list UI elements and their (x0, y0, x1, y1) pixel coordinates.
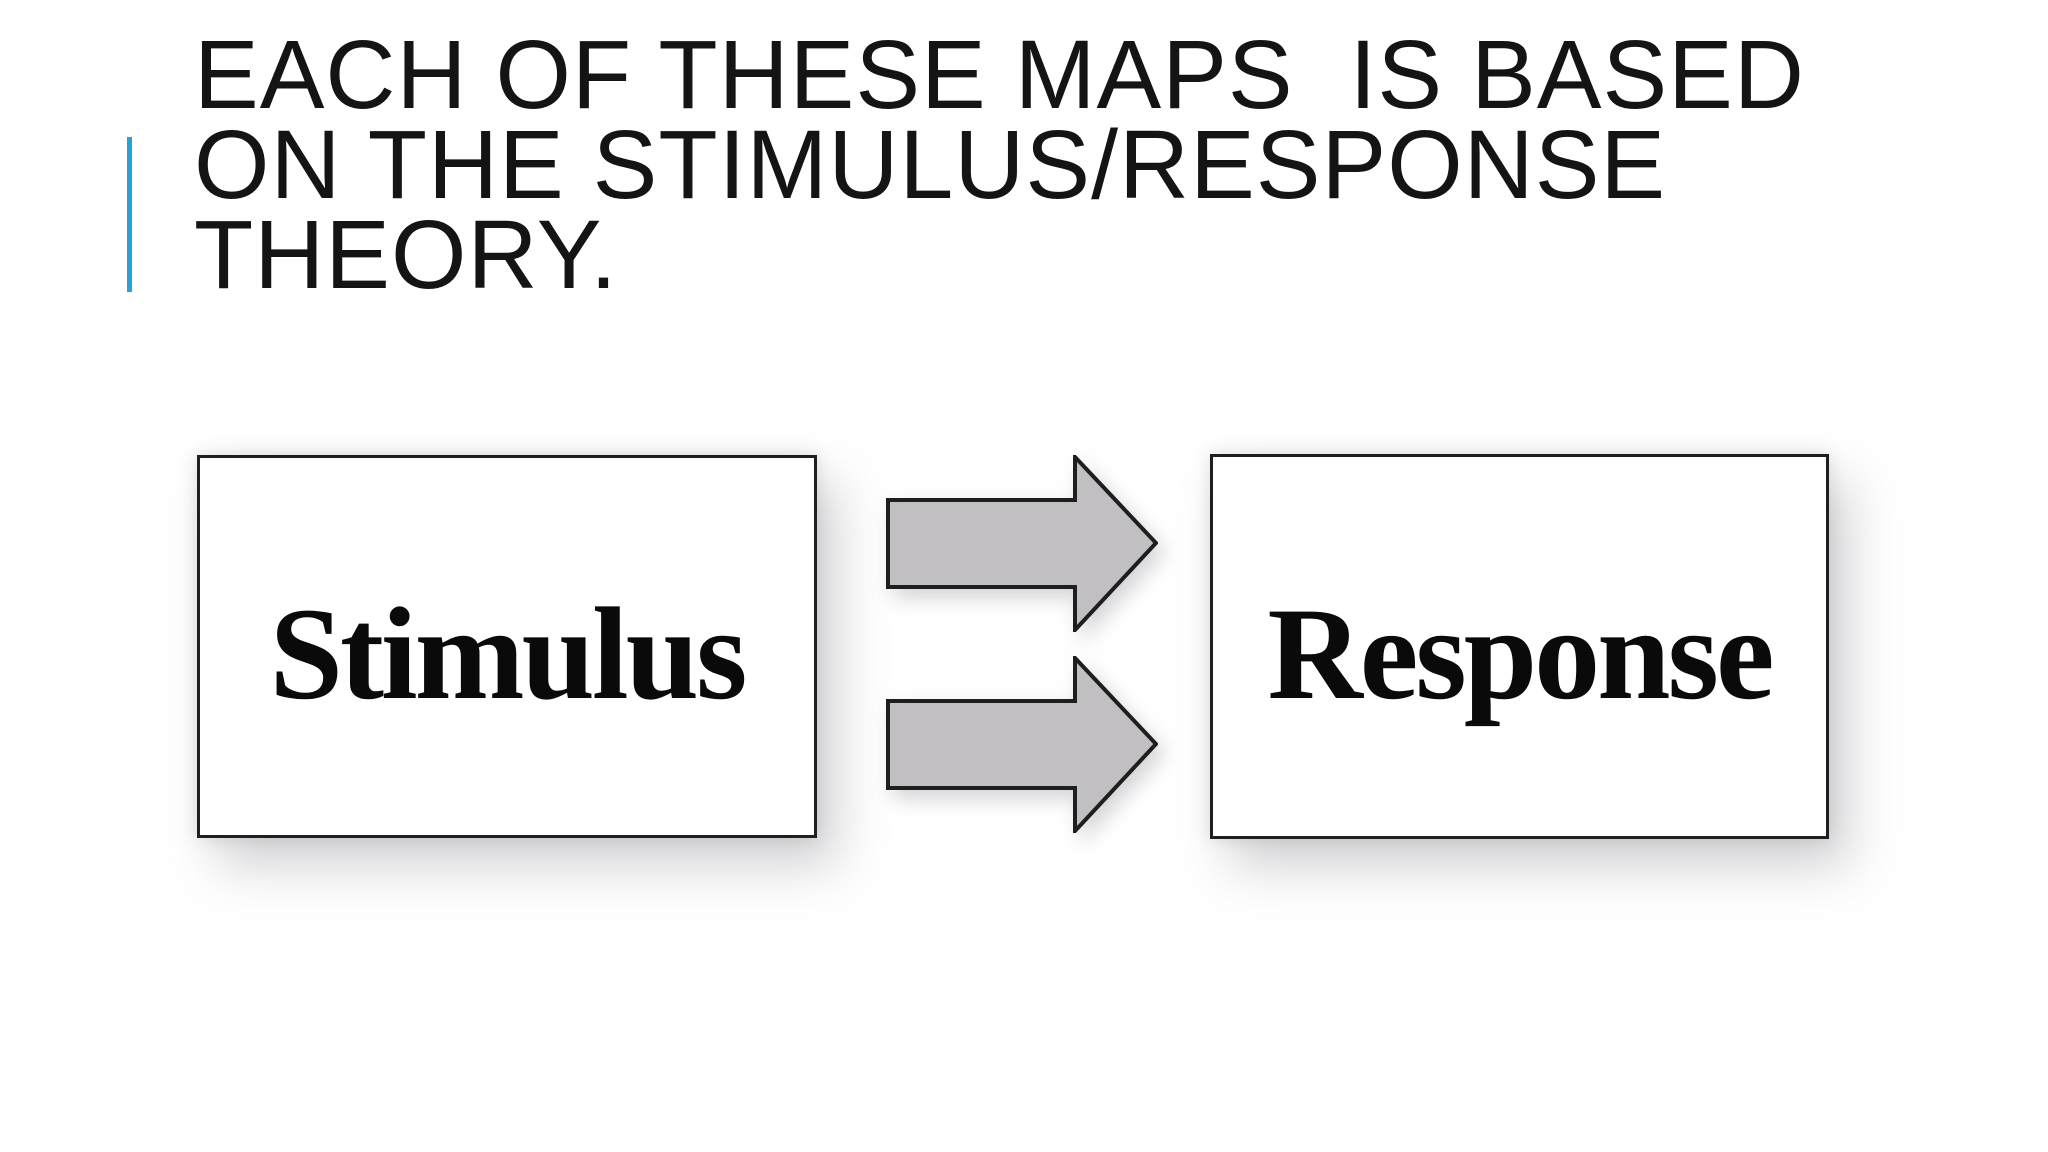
stimulus-box: Stimulus (197, 455, 817, 838)
response-box: Response (1210, 454, 1829, 839)
slide-title-line-2: ON THE STIMULUS/RESPONSE (194, 110, 1667, 219)
response-label: Response (1267, 580, 1774, 727)
right-arrow-icon (886, 656, 1158, 833)
right-arrow-shape (886, 455, 1158, 632)
slide-title-line-1: EACH OF THESE MAPS IS BASED (194, 20, 1805, 129)
slide-title-line-3: THEORY. (194, 200, 618, 309)
slide-title: EACH OF THESE MAPS IS BASED ON THE STIMU… (194, 20, 1914, 309)
right-arrow-icon (886, 455, 1158, 632)
stimulus-label: Stimulus (269, 580, 748, 727)
right-arrow-shape (886, 656, 1158, 833)
accent-bar (127, 137, 132, 292)
